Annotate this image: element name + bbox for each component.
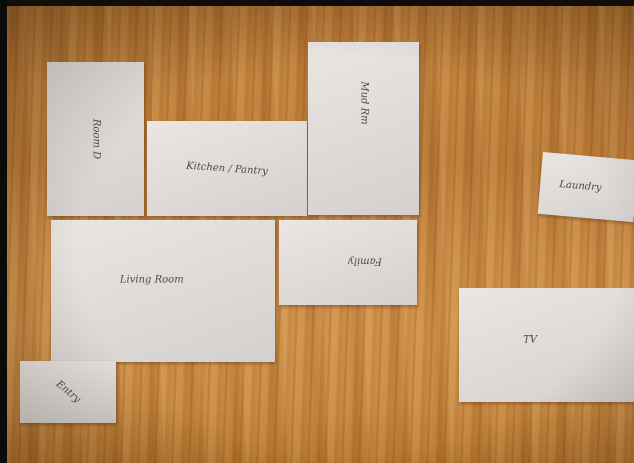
card-kitchen-pantry-label: Kitchen / Pantry bbox=[186, 160, 269, 177]
card-family-label: Family bbox=[348, 255, 382, 266]
card-room-d-label: Room D bbox=[90, 119, 101, 159]
card-entry-label: Entry bbox=[54, 379, 83, 406]
card-entry[interactable]: Entry bbox=[20, 361, 116, 423]
card-kitchen-pantry[interactable]: Kitchen / Pantry bbox=[147, 121, 307, 216]
card-mud-room[interactable]: Mud Rm bbox=[308, 42, 419, 215]
card-laundry-label: Laundry bbox=[559, 179, 602, 194]
card-tv[interactable]: TV bbox=[459, 288, 634, 402]
card-room-d[interactable]: Room D bbox=[47, 62, 144, 216]
card-family[interactable]: Family bbox=[279, 220, 417, 305]
card-mud-room-label: Mud Rm bbox=[358, 81, 369, 124]
card-living-room[interactable]: Living Room bbox=[51, 220, 275, 362]
card-laundry[interactable]: Laundry bbox=[538, 152, 634, 222]
card-tv-label: TV bbox=[523, 335, 537, 346]
card-living-room-label: Living Room bbox=[120, 274, 184, 285]
